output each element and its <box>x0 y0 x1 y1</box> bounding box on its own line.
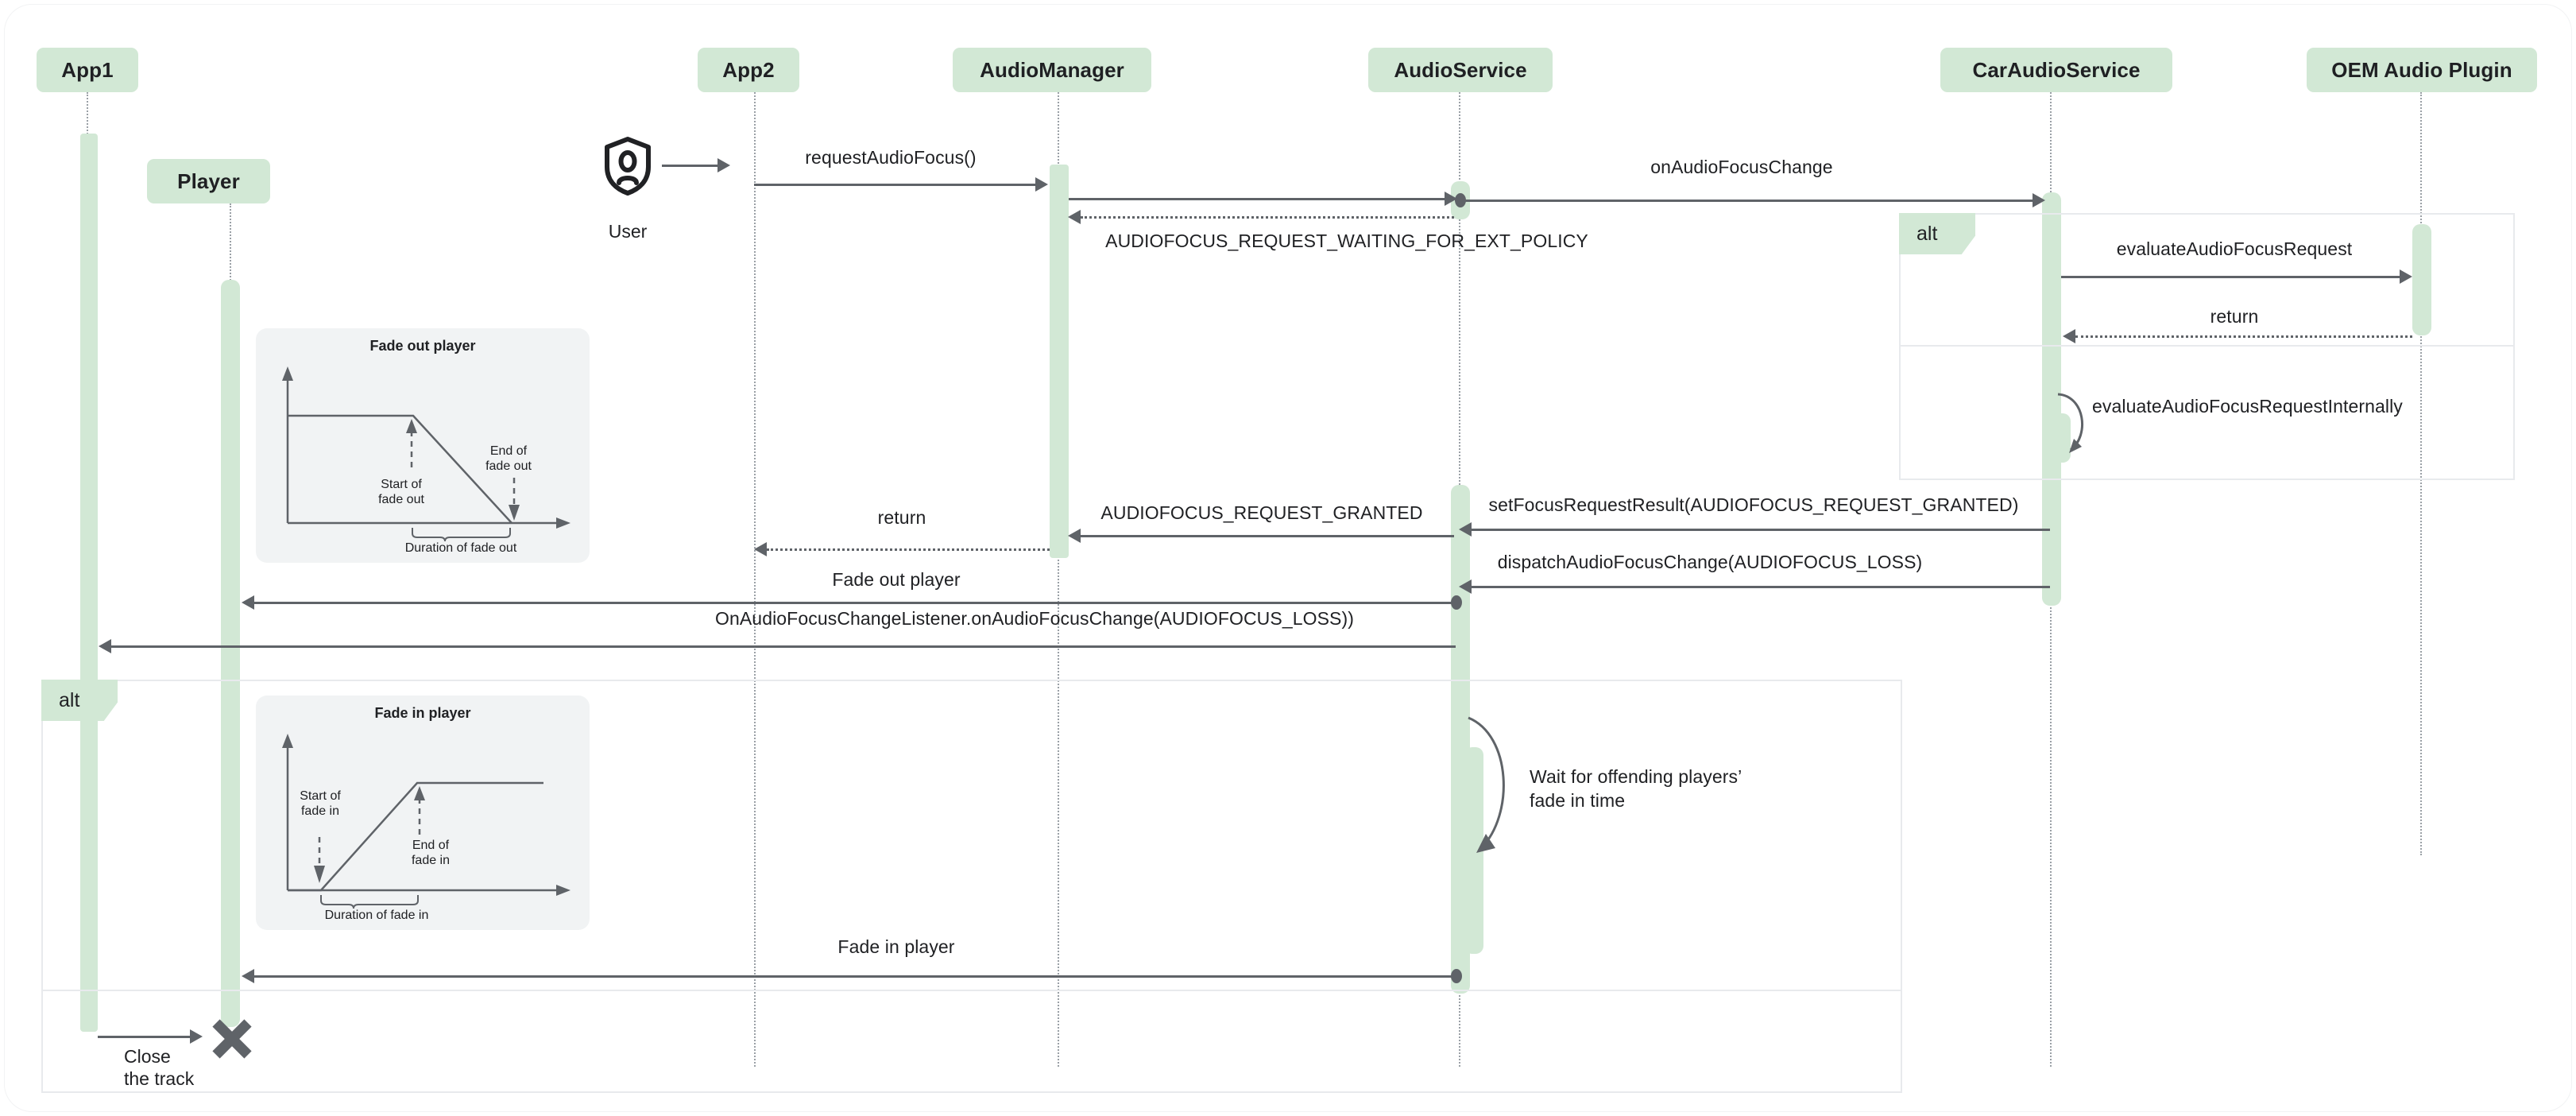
note-label-start-of-fade-in: Start of fade in <box>300 789 341 818</box>
participant-app2[interactable]: App2 <box>698 48 799 92</box>
self-message-loop-evaluate-internally <box>2048 389 2136 477</box>
note-label-start-of-fade-out: Start of fade out <box>378 478 424 506</box>
message-line-audiomanager-to-audioservice <box>1069 198 1449 200</box>
message-label-return-app2: return <box>877 507 926 528</box>
message-label-on-audio-focus-change-listener: OnAudioFocusChangeListener.onAudioFocusC… <box>714 608 1355 629</box>
message-arrowhead-dispatch-audio-focus-change <box>1459 579 1472 594</box>
lifeline-player <box>230 203 231 283</box>
message-line-on-audio-focus-change <box>1462 200 2036 202</box>
message-arrowhead-on-audio-focus-change-listener <box>99 639 111 653</box>
participant-label: OEM Audio Plugin <box>2331 57 2512 82</box>
activation-oemplugin <box>2412 224 2431 335</box>
message-line-user-to-app2 <box>662 165 719 167</box>
lifeline-oemplugin <box>2420 92 2422 855</box>
message-label-close-the-track: Close the track <box>124 1046 195 1090</box>
message-label-return-oem: return <box>2210 306 2259 327</box>
message-origin-ball-fade-out-player <box>1451 595 1462 610</box>
message-label-fade-out-player: Fade out player <box>832 569 961 590</box>
message-arrowhead-audiomanager-to-audioservice <box>1445 192 1457 206</box>
message-arrowhead-waiting-for-ext-policy <box>1068 210 1081 224</box>
message-line-evaluate-audio-focus-request <box>2061 276 2403 278</box>
message-arrowhead-return-app2 <box>754 542 767 556</box>
message-line-set-focus-request-result <box>1472 529 2050 531</box>
participant-label: CarAudioService <box>1972 57 2141 82</box>
message-arrowhead-close-the-track <box>190 1029 203 1044</box>
destroy-x-icon <box>211 1017 253 1060</box>
message-label-audiofocus-request-granted: AUDIOFOCUS_REQUEST_GRANTED <box>1100 502 1423 523</box>
lifeline-audiomanager <box>1058 92 1059 1067</box>
message-origin-ball-on-audio-focus-change <box>1455 193 1466 207</box>
fragment-alt-main <box>41 680 1902 1093</box>
participant-label: AudioManager <box>980 57 1124 82</box>
participant-audiomanager[interactable]: AudioManager <box>953 48 1151 92</box>
message-label-waiting-for-ext-policy: AUDIOFOCUS_REQUEST_WAITING_FOR_EXT_POLIC… <box>1105 231 1588 251</box>
message-arrowhead-user-to-app2 <box>717 158 730 172</box>
fade-out-chart <box>282 366 571 542</box>
message-label-set-focus-request-result: setFocusRequestResult(AUDIOFOCUS_REQUEST… <box>1488 494 2019 515</box>
message-arrowhead-return-oem <box>2063 329 2075 343</box>
message-arrowhead-fade-in-player <box>242 969 254 983</box>
message-label-evaluate-internally: evaluateAudioFocusRequestInternally <box>2092 396 2403 417</box>
participant-label: AudioService <box>1394 57 1527 82</box>
message-label-request-audio-focus: requestAudioFocus() <box>805 147 977 168</box>
note-label-end-of-fade-in: End of fade in <box>411 839 451 867</box>
lifeline-app2 <box>754 92 756 1067</box>
participant-label: App2 <box>722 57 775 82</box>
message-label-dispatch-audio-focus-change: dispatchAudioFocusChange(AUDIOFOCUS_LOSS… <box>1497 552 1923 572</box>
message-arrowhead-fade-out-player <box>242 595 254 610</box>
activation-app1 <box>80 134 98 1032</box>
fragment-alt-main-tag: alt <box>41 680 118 721</box>
note-fade-in-player: Fade in player Start of fade in End of f… <box>256 696 590 930</box>
message-line-close-the-track <box>98 1036 191 1038</box>
participant-label: Player <box>177 169 240 193</box>
activation-audiomanager <box>1050 165 1069 558</box>
participant-player[interactable]: Player <box>147 159 270 203</box>
lifeline-app1 <box>87 92 88 172</box>
note-label-end-of-fade-out: End of fade out <box>485 444 532 473</box>
note-label-duration-of-fade-in: Duration of fade in <box>324 909 429 922</box>
note-title-fade-in: Fade in player <box>374 705 471 721</box>
participant-app1[interactable]: App1 <box>37 48 138 92</box>
message-arrowhead-request-audio-focus <box>1035 177 1048 192</box>
message-arrowhead-evaluate-audio-focus-request <box>2400 269 2412 284</box>
message-line-waiting-for-ext-policy <box>1081 216 1454 219</box>
message-line-fade-in-player <box>254 975 1456 978</box>
message-origin-ball-fade-in-player <box>1451 969 1462 983</box>
message-line-dispatch-audio-focus-change <box>1472 586 2050 588</box>
note-fade-out-player: Fade out player Start of fade out End of… <box>256 328 590 563</box>
participant-caraudioservice[interactable]: CarAudioService <box>1940 48 2172 92</box>
message-line-on-audio-focus-change-listener <box>111 645 1456 648</box>
message-line-return-app2 <box>767 548 1050 551</box>
message-line-audiofocus-request-granted <box>1081 535 1454 537</box>
message-arrowhead-set-focus-request-result <box>1459 522 1472 537</box>
message-label-on-audio-focus-change: onAudioFocusChange <box>1650 157 1833 177</box>
activation-player <box>221 280 240 1027</box>
message-line-request-audio-focus <box>754 184 1037 186</box>
activation-caraudioservice <box>2042 192 2061 606</box>
actor-label: User <box>608 221 648 242</box>
message-line-fade-out-player <box>254 602 1456 604</box>
fragment-alt-oem <box>1899 213 2515 480</box>
participant-audioservice[interactable]: AudioService <box>1368 48 1553 92</box>
message-label-evaluate-audio-focus-request: evaluateAudioFocusRequest <box>2116 238 2353 259</box>
message-arrowhead-on-audio-focus-change <box>2033 193 2045 207</box>
user-shield-icon <box>604 137 652 196</box>
message-label-wait-for-fade-in-time: Wait for offending players’ fade in time <box>1530 766 1742 812</box>
fragment-alt-oem-tag: alt <box>1899 213 1975 254</box>
self-message-loop-wait-for-fade-in <box>1462 711 1565 870</box>
activation-caraudioservice-self <box>2053 413 2071 463</box>
participant-label: App1 <box>61 57 114 82</box>
message-arrowhead-audiofocus-request-granted <box>1068 529 1081 543</box>
fade-in-chart <box>282 734 571 909</box>
message-label-fade-in-player: Fade in player <box>837 936 955 957</box>
participant-oemplugin[interactable]: OEM Audio Plugin <box>2307 48 2537 92</box>
note-title-fade-out: Fade out player <box>369 338 476 354</box>
fragment-alt-oem-divider <box>1899 345 2515 347</box>
message-line-return-oem <box>2075 335 2412 338</box>
note-label-duration-of-fade-out: Duration of fade out <box>404 541 517 555</box>
fragment-alt-main-divider <box>41 990 1902 991</box>
